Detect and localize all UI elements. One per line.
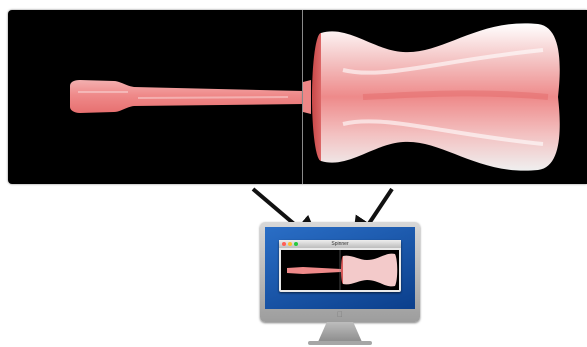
app-window: Spinner <box>279 240 401 292</box>
monitor-stand <box>318 322 362 342</box>
thumbnail-render <box>281 250 399 290</box>
apple-logo-icon:  <box>336 311 344 319</box>
window-titlebar: Spinner <box>279 240 401 248</box>
monitor-base <box>308 341 372 345</box>
window-title: Spinner <box>279 240 401 248</box>
monitor-bezel: Spinner  <box>260 222 420 322</box>
monitor-screen: Spinner <box>265 227 415 309</box>
monitor-illustration: Spinner  <box>260 222 420 347</box>
window-content <box>281 250 399 290</box>
